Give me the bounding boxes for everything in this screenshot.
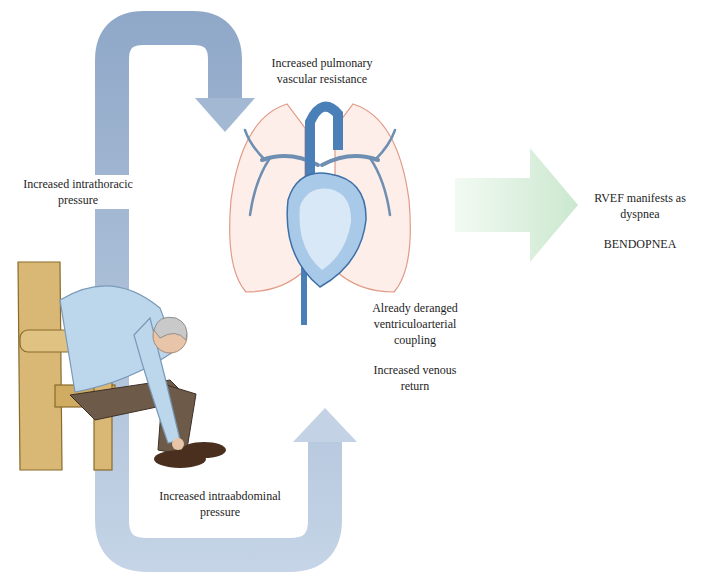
vessel <box>375 130 395 160</box>
loop-band <box>112 28 325 555</box>
heart-highlight <box>299 189 351 270</box>
shoe <box>154 450 206 468</box>
annotation-label: Increased intrathoracic pressure <box>11 175 146 209</box>
chair-back <box>18 262 62 470</box>
annotation-label: Increased intraabdominal pressure <box>148 488 293 520</box>
vessel <box>370 158 390 215</box>
hair <box>154 317 187 340</box>
vessel <box>245 130 265 160</box>
annotation-label: BENDOPNEA <box>585 236 695 252</box>
arrow-head <box>195 98 255 132</box>
arrow-head <box>293 408 357 442</box>
annotation-label: Increased venous return <box>363 362 468 394</box>
annotation-label: RVEF manifests as dyspnea <box>585 190 695 222</box>
annotation-label: Already deranged ventriculoarterial coup… <box>358 300 473 349</box>
vessel <box>250 158 270 215</box>
annotation-label: Increased pulmonary vascular resistance <box>260 55 385 87</box>
heart <box>287 173 366 287</box>
outcome-arrow <box>455 148 578 262</box>
hand <box>172 438 184 450</box>
